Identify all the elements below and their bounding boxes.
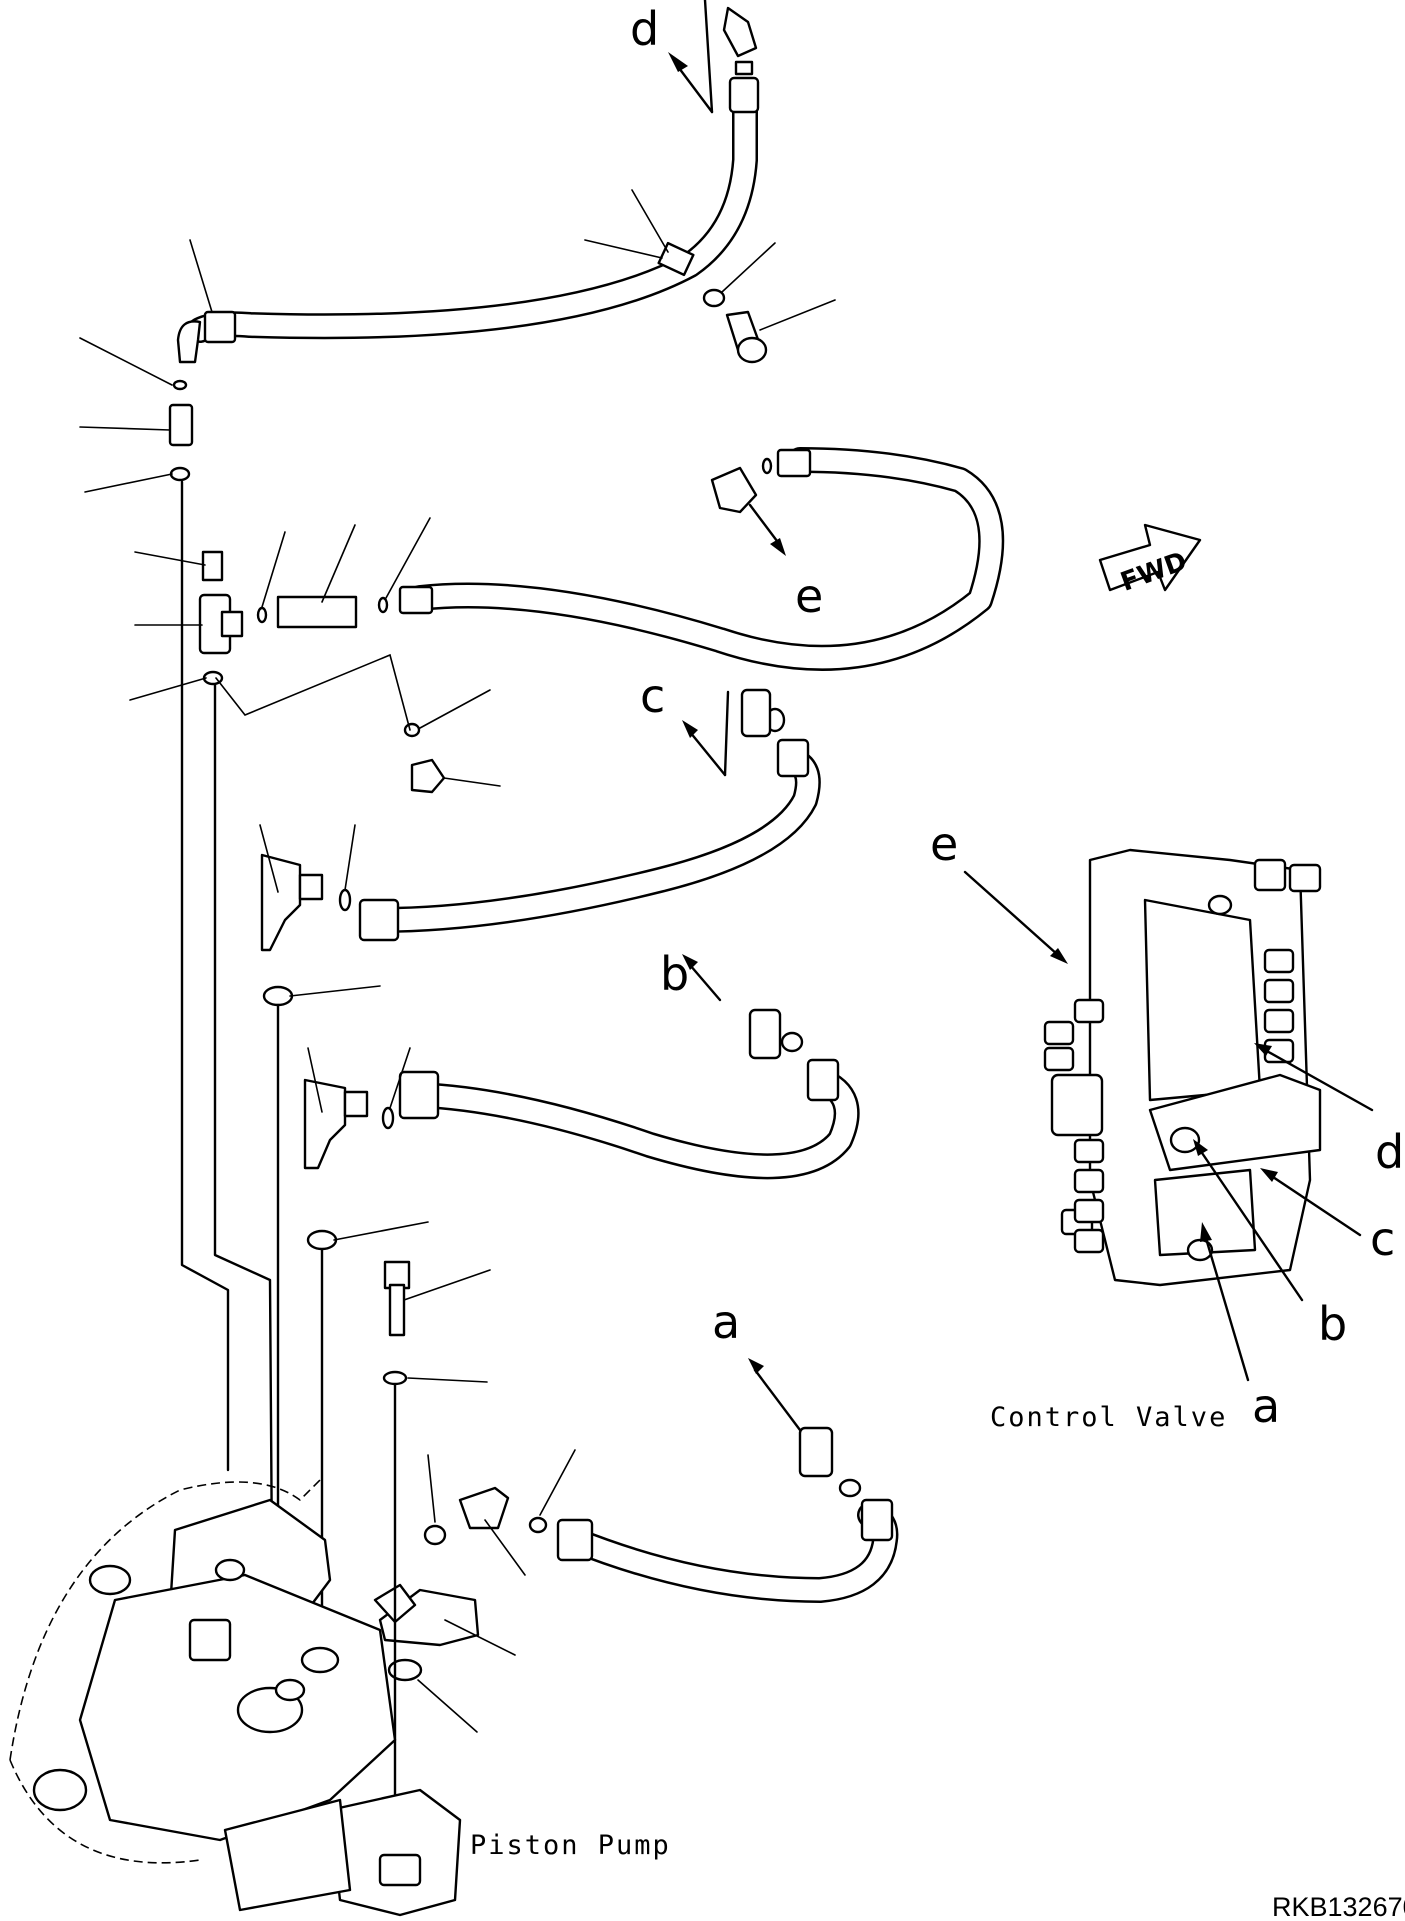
caption-control-valve: Control Valve <box>990 1402 1227 1433</box>
control-valve-drawing: e d c b a Control Valve <box>930 817 1404 1433</box>
label-d-top: d <box>630 2 659 56</box>
label-a-valve: a <box>1252 1379 1280 1433</box>
label-e-valve: e <box>930 817 958 871</box>
label-c-top: c <box>640 669 665 723</box>
label-b-top: b <box>660 947 689 1001</box>
label-b-valve: b <box>1318 1297 1347 1351</box>
fwd-arrow: FWD <box>1098 523 1202 598</box>
hose-b-assembly: b <box>303 947 860 1251</box>
hose-e-assembly: e <box>398 447 1005 671</box>
hose-a-assembly: a <box>373 1295 899 1733</box>
marker-d-top: d <box>630 0 714 114</box>
hose-d-assembly <box>176 6 768 364</box>
label-c-valve: c <box>1370 1212 1395 1266</box>
left-fitting-stack <box>79 189 836 794</box>
label-e-top: e <box>795 569 823 623</box>
label-d-valve: d <box>1375 1125 1404 1179</box>
drawing-code: RKB132670 <box>1272 1892 1405 1921</box>
hose-c-assembly: c <box>259 669 821 1007</box>
piston-pump-drawing: Piston Pump <box>9 1479 671 1917</box>
bolt-washer <box>382 1260 491 1386</box>
label-a-top: a <box>712 1295 740 1349</box>
caption-piston-pump: Piston Pump <box>470 1830 671 1861</box>
